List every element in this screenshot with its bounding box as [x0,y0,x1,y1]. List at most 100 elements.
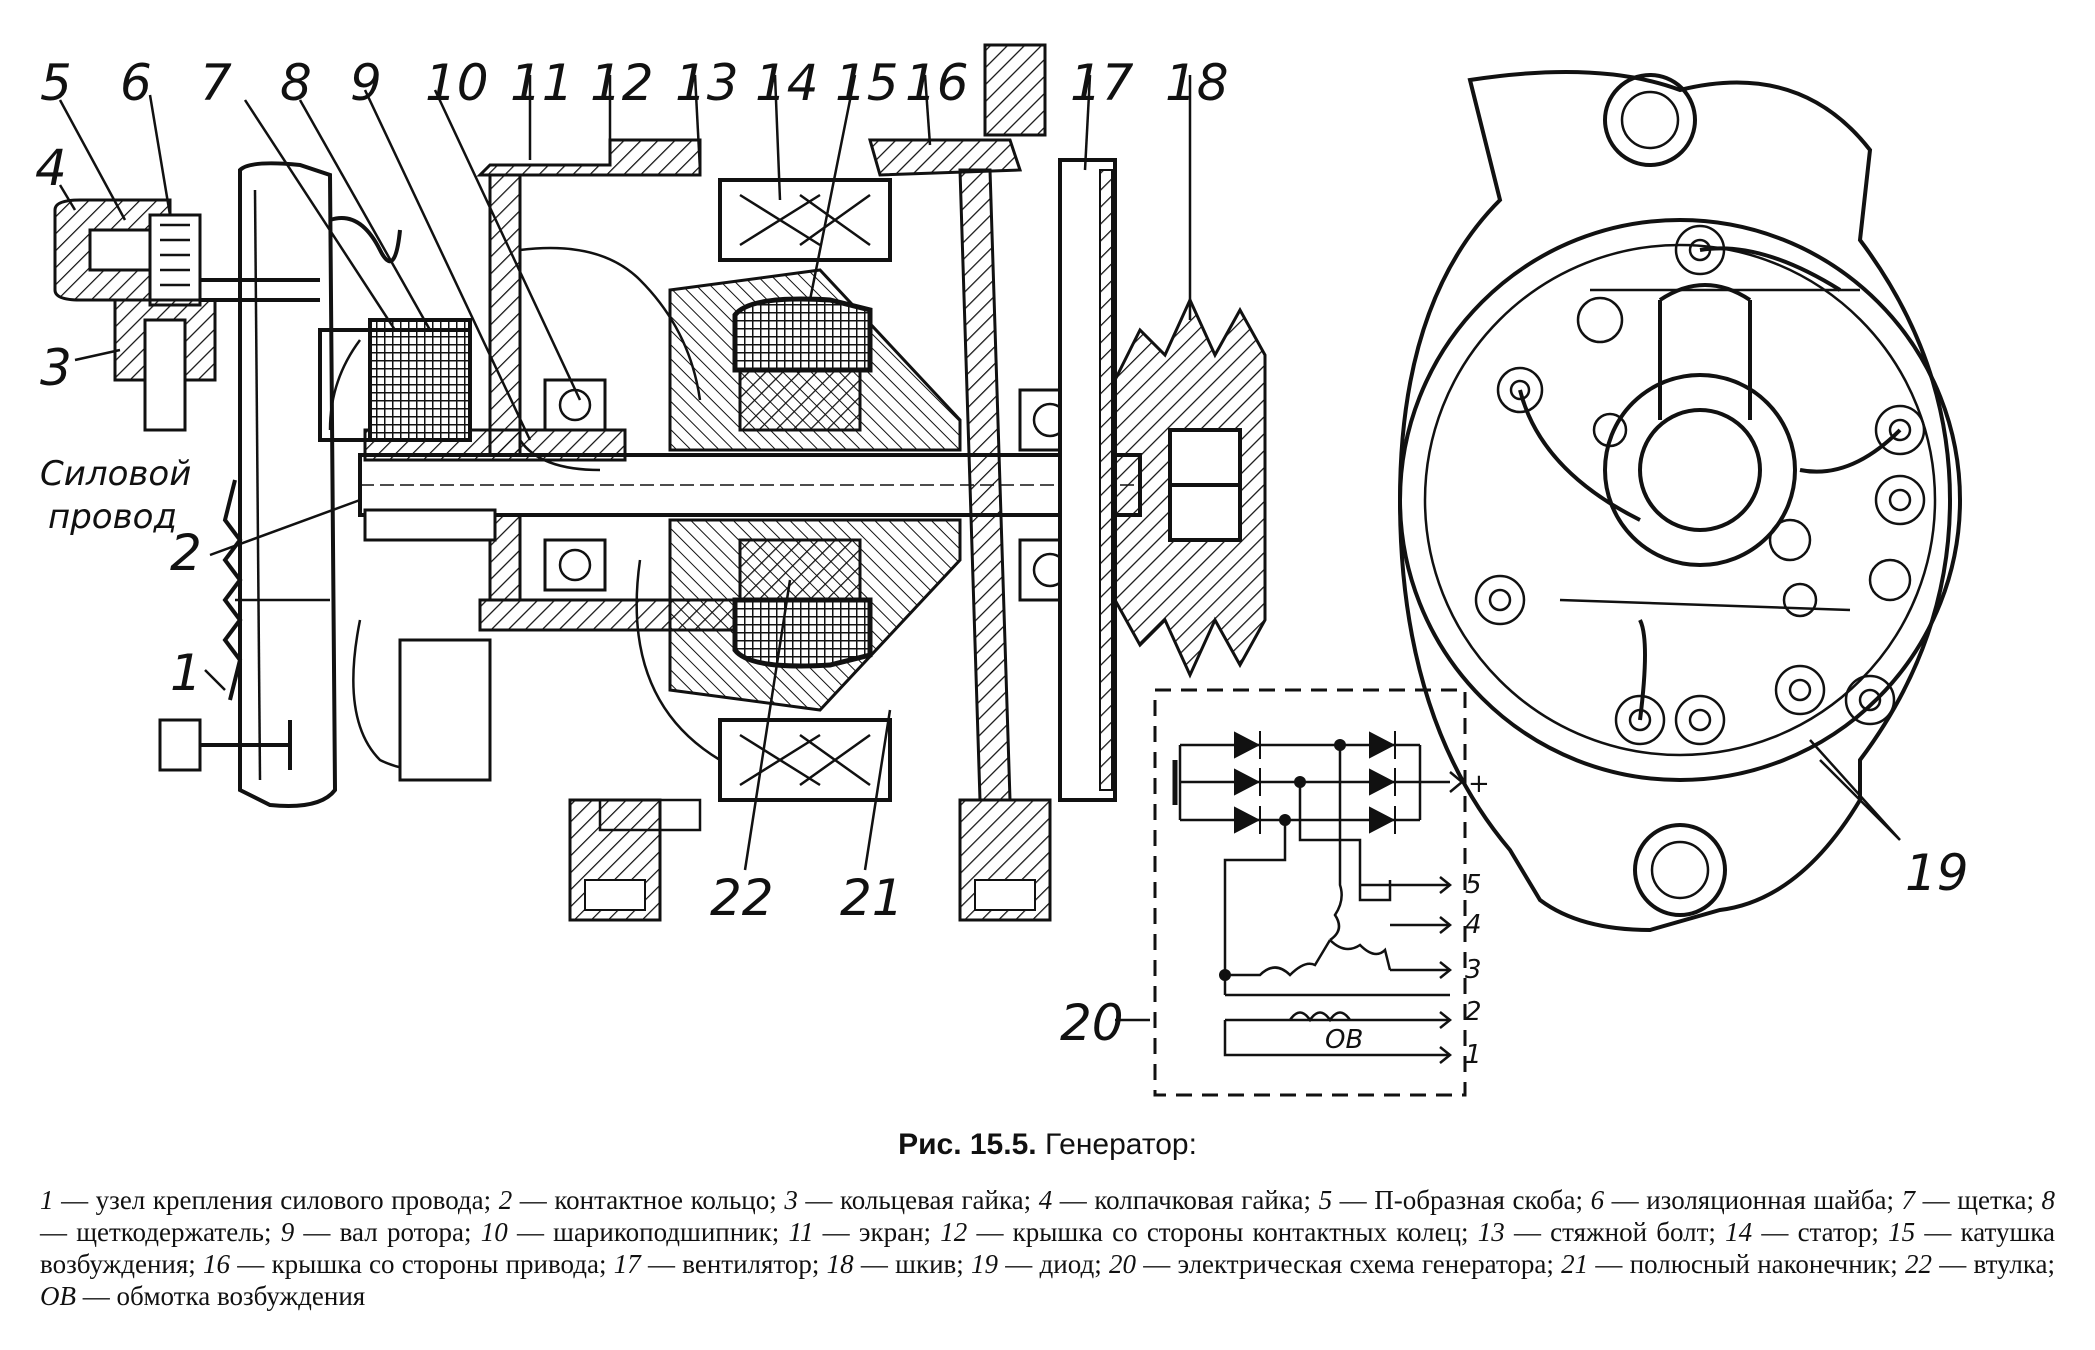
legend-item: 10 — шарикоподшипник [480,1217,772,1247]
legend-item-text: вал ротора [339,1217,465,1247]
legend-item: 21 — полюсный наконечник [1561,1249,1891,1279]
legend-item-number: 20 [1108,1249,1136,1279]
plus-terminal-label: + [1468,769,1490,799]
legend-item-text: изоляционная шайба [1646,1185,1887,1215]
callout-8: 8 [280,54,312,112]
legend-item-text: диод [1039,1249,1095,1279]
legend-item-text: обмотка возбуждения [116,1281,366,1311]
legend-item-text: экран [858,1217,924,1247]
callout-2: 2 [170,524,202,582]
legend-item-text: колпачковая гайка [1094,1185,1304,1215]
schematic-terminal-5: 5 [1465,870,1482,900]
legend-item: 8 — щеткодержатель [40,1185,2056,1247]
legend-item-text: катушка возбуждения [40,1217,2055,1279]
legend-item: 18 — шкив [826,1249,957,1279]
callout-6: 6 [120,54,152,112]
callout-labels: 1 2 3 4 5 6 7 8 9 10 11 12 13 14 15 16 1… [35,54,1969,1052]
legend-item-text: узел крепления силового провода [95,1185,484,1215]
generator-schematic: + 5 4 3 2 1 ОВ [1153,688,1490,1097]
legend-item-text: контактное кольцо [554,1185,770,1215]
legend-item: 9 — вал ротора [280,1217,465,1247]
legend-item: 17 — вентилятор [613,1249,812,1279]
callout-16: 16 [905,54,969,112]
legend-item-number: 15 [1888,1217,1916,1247]
callout-4: 4 [35,139,67,197]
callout-10: 10 [425,54,489,112]
legend-item: 5 — П-образная скоба [1318,1185,1576,1215]
legend-item-number: 22 [1905,1249,1933,1279]
legend-item-text: шарикоподшипник [553,1217,772,1247]
schematic-terminal-2: 2 [1465,997,1482,1027]
callout-22: 22 [710,869,774,927]
legend-item-text: щеткодержатель [76,1217,264,1247]
legend-item-text: крышка со стороны контактных колец [1012,1217,1462,1247]
legend-item-number: 21 [1561,1249,1589,1279]
legend-item-number: 6 [1590,1185,1605,1215]
legend-item-text: статор [1797,1217,1872,1247]
callout-12: 12 [590,54,654,112]
caption-title: Рис. 15.5. Генератор: [0,1128,2095,1162]
legend-item: 7 — щетка [1901,1185,2027,1215]
legend-item-number: 1 [40,1185,54,1215]
schematic-terminal-4: 4 [1465,910,1482,940]
legend-item-text: электрическая схема генератора [1177,1249,1547,1279]
legend-item-number: 4 [1038,1185,1053,1215]
callout-9: 9 [350,54,382,112]
legend-item-text: полюсный наконечник [1629,1249,1891,1279]
legend-item-text: втулка [1973,1249,2048,1279]
legend-item: 2 — контактное кольцо [498,1185,770,1215]
legend-item: 16 — крышка со стороны привода [203,1249,599,1279]
callout-1: 1 [170,644,202,702]
generator-cross-section [53,43,1267,922]
caption-text: Генератор: [1044,1128,1197,1161]
callout-5: 5 [40,54,72,112]
diode-symbols [1234,731,1396,834]
legend-item-number: 8 [2041,1185,2056,1215]
field-winding-label: ОВ [1325,1025,1363,1055]
schematic-terminal-3: 3 [1465,955,1482,985]
callout-3: 3 [40,339,72,397]
callout-21: 21 [840,869,904,927]
legend-item-number: 14 [1725,1217,1753,1247]
legend-item-text: шкив [895,1249,957,1279]
legend-item: 22 — втулка [1905,1249,2048,1279]
legend-item-number: 13 [1477,1217,1505,1247]
legend-item: 14 — статор [1725,1217,1872,1247]
legend-item: 11 — экран [788,1217,924,1247]
legend-item: 15 — катушка возбуждения [40,1217,2055,1279]
legend-item-number: 12 [940,1217,968,1247]
legend-item: 19 — диод [971,1249,1095,1279]
callout-15: 15 [835,54,899,112]
legend-item: 4 — колпачковая гайка [1038,1185,1304,1215]
legend-item: 20 — электрическая схема генератора [1108,1249,1547,1279]
legend-item-number: 17 [613,1249,641,1279]
legend: 1 — узел крепления силового провода; 2 —… [40,1185,2056,1311]
callout-14: 14 [755,54,819,112]
generator-figure: + 5 4 3 2 1 ОВ [35,43,1969,1097]
legend-item-number: 2 [498,1185,513,1215]
legend-item-number: ОВ [40,1281,76,1311]
legend-item-number: 3 [784,1185,798,1215]
legend-item-text: стяжной болт [1550,1217,1709,1247]
legend-item: 6 — изоляционная шайба [1590,1185,1887,1215]
power-wire-label-line1: Силовой [40,454,191,494]
callout-11: 11 [510,54,574,112]
legend-item: 3 — кольцевая гайка [784,1185,1024,1215]
callout-13: 13 [675,54,739,112]
legend-item-number: 10 [480,1217,508,1247]
legend-item-text: кольцевая гайка [839,1185,1024,1215]
callout-7: 7 [200,54,232,112]
legend-item: ОВ — обмотка возбуждения [40,1281,366,1311]
schematic-terminal-1: 1 [1465,1040,1482,1070]
figure-caption: Рис. 15.5. Генератор: 1 — узел крепления… [0,1128,2095,1312]
legend-item-number: 7 [1901,1185,1916,1215]
callout-20: 20 [1060,994,1124,1052]
legend-item-number: 19 [971,1249,999,1279]
legend-item-text: крышка со стороны привода [271,1249,599,1279]
power-wire-label-line2: провод [48,497,177,537]
legend-item-number: 5 [1318,1185,1333,1215]
leader-lines [58,74,1901,1022]
callout-18: 18 [1165,54,1229,112]
legend-item: 1 — узел крепления силового провода [40,1185,484,1215]
legend-item: 13 — стяжной болт [1477,1217,1709,1247]
